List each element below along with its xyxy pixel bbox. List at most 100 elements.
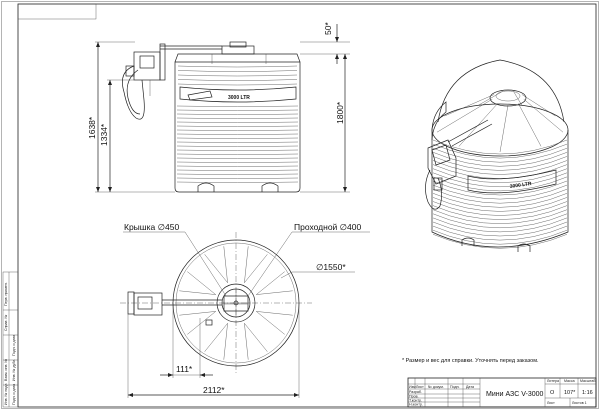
side-label-4: Инв. № дубл. xyxy=(12,359,16,381)
tb-col-sign: Подп. xyxy=(450,385,460,389)
side-label-7: Инв. № подл. xyxy=(4,383,8,405)
tb-lit: О xyxy=(550,390,555,396)
front-rib-line xyxy=(176,157,299,159)
tb-scale: 1:16 xyxy=(582,390,593,396)
dim-overall: 1638* xyxy=(87,116,97,139)
dim-inner: 1334* xyxy=(99,123,109,146)
front-view: 3000 LTR 50* 1800* xyxy=(87,22,350,193)
front-rib-line xyxy=(176,121,299,123)
iso-view: 3000 LTR xyxy=(425,59,569,252)
tb-row-dev: Разраб. xyxy=(409,390,422,394)
iso-ring xyxy=(432,213,568,228)
iso-rib xyxy=(436,99,493,133)
tb-title: Мини АЗС V-3000 xyxy=(486,391,543,398)
iso-rib xyxy=(478,91,503,106)
front-rib-line xyxy=(177,70,298,72)
tb-row-check: Пров. xyxy=(409,395,419,399)
width-dim: 2112* xyxy=(203,385,225,395)
side-label-2: Справ. № xyxy=(4,315,8,331)
plan-rib xyxy=(256,311,293,335)
iso-ring xyxy=(432,217,568,233)
reference-note: * Размер и вес для справки. Уточнять пер… xyxy=(402,358,539,364)
front-upper-ribs xyxy=(177,65,298,86)
iso-ring xyxy=(432,209,568,224)
dispenser-unit xyxy=(122,43,222,120)
front-rib-line xyxy=(176,141,299,143)
front-rib-line xyxy=(176,153,299,155)
iso-ring xyxy=(432,172,568,187)
front-rib-line xyxy=(176,105,299,107)
tb-sheet: Лист xyxy=(547,401,555,405)
front-rib-line xyxy=(176,125,299,127)
tb-col-izm: Изм xyxy=(409,385,416,389)
front-rib-line xyxy=(176,169,299,171)
iso-ring xyxy=(432,197,568,212)
front-tank-mark: 3000 LTR xyxy=(228,95,250,101)
plan-rib xyxy=(204,246,228,283)
plan-rib xyxy=(244,246,268,283)
plan-view: Крышка ∅450 Проходной ∅400 ∅1550* 2112* … xyxy=(120,222,370,398)
front-rib-line xyxy=(177,83,298,86)
front-rib-line xyxy=(176,177,299,179)
tb-mass: 107* xyxy=(564,390,576,396)
front-rib-line xyxy=(176,173,299,175)
iso-ring xyxy=(432,176,568,192)
front-rib-line xyxy=(176,129,299,131)
iso-dispenser xyxy=(425,119,493,210)
front-rib-line xyxy=(176,137,299,139)
drawing-frame xyxy=(17,3,597,408)
iso-rib xyxy=(499,104,509,153)
front-rib-line xyxy=(177,79,298,81)
iso-ring xyxy=(432,230,568,245)
iso-ring xyxy=(432,160,568,175)
iso-ring xyxy=(432,221,568,237)
iso-ring xyxy=(432,139,568,155)
corner-stamp xyxy=(17,3,97,20)
tb-col-date: Дата xyxy=(466,385,474,389)
front-rib-line xyxy=(176,113,299,115)
side-label-6: Подп. и дата xyxy=(12,384,16,405)
front-rib-line xyxy=(176,133,299,135)
plan-rib xyxy=(256,271,293,295)
plan-rib xyxy=(204,323,228,360)
iso-dome-ribs xyxy=(436,91,564,153)
iso-ring xyxy=(432,164,568,179)
iso-rib xyxy=(518,103,542,147)
front-lower-ribs xyxy=(176,105,299,183)
iso-rib xyxy=(523,99,564,133)
front-rib-line xyxy=(176,149,299,151)
iso-rib xyxy=(444,94,495,117)
iso-ring xyxy=(432,234,568,249)
lid-label: Крышка ∅450 xyxy=(124,222,179,232)
iso-ring xyxy=(432,180,568,196)
iso-rib xyxy=(521,94,556,117)
iso-rib xyxy=(458,103,498,147)
iso-ring xyxy=(432,152,568,167)
iso-ring xyxy=(432,205,568,220)
dim-top: 50* xyxy=(323,22,333,35)
iso-ring xyxy=(432,201,568,216)
front-rib-line xyxy=(176,165,299,167)
tb-lit-header: Литера xyxy=(547,379,559,383)
dim-height: 1800* xyxy=(335,101,345,124)
iso-ring xyxy=(432,193,568,208)
iso-ring xyxy=(432,143,568,159)
iso-ring xyxy=(432,168,568,183)
tb-col-doc: № докум. xyxy=(428,385,444,389)
iso-ring xyxy=(432,225,568,241)
side-strip: Перв. примен. Справ. № Подп. и дата Инв.… xyxy=(2,271,19,408)
front-rib-line xyxy=(176,161,299,163)
plan-ribs xyxy=(179,246,293,360)
iso-ring xyxy=(432,189,568,204)
diameter-label: ∅1550* xyxy=(316,262,346,272)
plan-rib xyxy=(179,311,216,335)
front-rib-line xyxy=(176,109,299,111)
tb-row-ncontrol: Н.контр. xyxy=(409,403,423,407)
iso-tank-mark: 3000 LTR xyxy=(509,181,532,190)
tb-sheets: Листов 1 xyxy=(572,401,587,405)
side-label-3: Подп. и дата xyxy=(12,335,16,356)
title-block: Изм Лист № докум. Подп. Дата Разраб. Про… xyxy=(407,377,597,408)
front-rib-line xyxy=(177,74,298,77)
